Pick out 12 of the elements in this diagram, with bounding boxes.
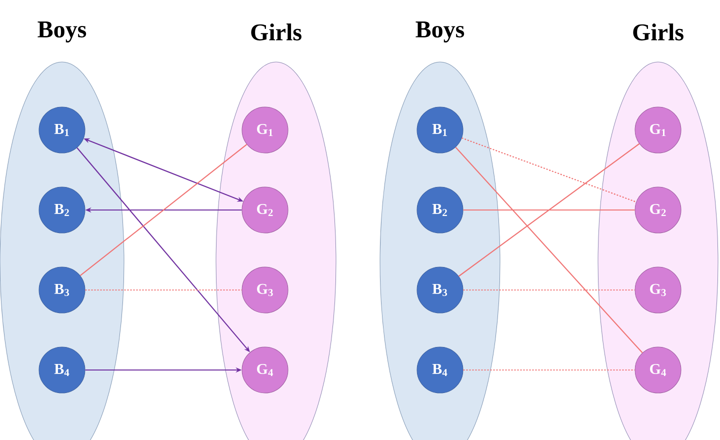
connector-line <box>455 146 643 354</box>
connector-line <box>463 289 635 291</box>
connector-line <box>462 137 636 202</box>
group-heading: Boys <box>416 22 464 42</box>
connector-line <box>463 369 635 371</box>
connector-line <box>458 143 640 277</box>
connector-line <box>463 209 635 211</box>
group-heading: Girls <box>251 24 302 40</box>
group-heading: Boys <box>38 22 86 42</box>
group-heading: Girls <box>633 24 684 40</box>
connector-line <box>80 144 248 276</box>
connector-line <box>85 289 242 291</box>
